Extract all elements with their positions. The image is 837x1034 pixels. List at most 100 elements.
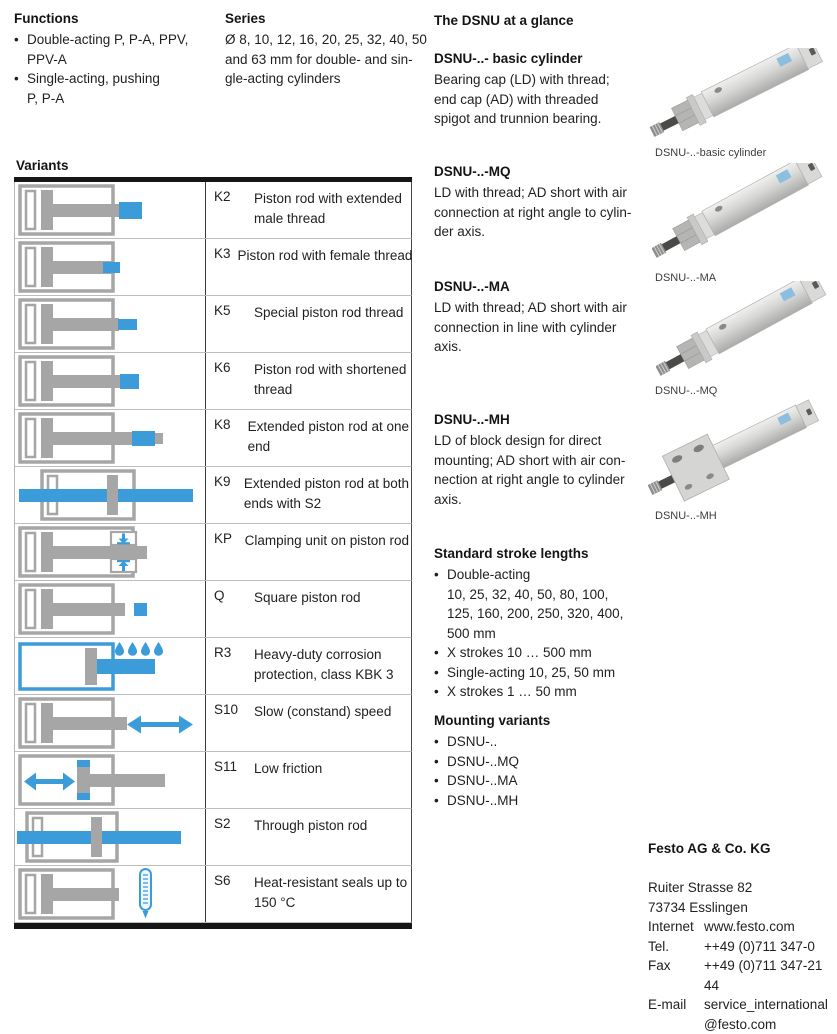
functions-title: Functions: [14, 11, 79, 26]
product-photo-mq-style: [652, 163, 824, 268]
mounting-item: DSNU-..: [434, 732, 664, 752]
table-row: R3 Heavy-duty corrosion protection, clas…: [14, 638, 412, 695]
photo-caption: DSNU-..-basic cylinder: [655, 147, 767, 159]
variant-desc: Extended piston rod at both ends with S2: [243, 476, 409, 511]
variant-code: K5: [214, 303, 231, 318]
table-row: Q Square piston rod: [14, 581, 412, 638]
series-text: Ø 8, 10, 12, 16, 20, 25, 32, 40, 50 and …: [225, 32, 427, 86]
variant-diagram-k6: [18, 355, 139, 407]
glance-body: Bearing cap (LD) with thread; end cap (A…: [434, 72, 610, 126]
table-row: S6 Heat-resistant seals up to 150 °C: [14, 866, 412, 923]
table-bottom-rule: [14, 923, 412, 929]
contact-block: Ruiter Strasse 82 73734 Esslingen Intern…: [648, 878, 834, 1034]
contact-value: www.festo.com: [704, 919, 795, 934]
variants-title: Variants: [16, 158, 69, 173]
table-row: S10 Slow (constand) speed: [14, 695, 412, 752]
mounting-item: DSNU-..MA: [434, 771, 664, 791]
address-line: 73734 Esslingen: [648, 899, 748, 915]
variants-table: Variants K2 Piston rod with extended mal…: [14, 158, 412, 929]
variant-diagram-s6: [18, 868, 152, 920]
variant-diagram-k9: [19, 469, 193, 521]
variant-desc: Clamping unit on piston rod: [244, 533, 409, 548]
variant-code: K3: [214, 246, 231, 261]
photo-caption: DSNU-..-MA: [655, 272, 717, 284]
contact-label: Fax: [648, 958, 671, 973]
variant-diagram-k8: [18, 412, 163, 464]
table-row: K2 Piston rod with extended male thread: [14, 182, 412, 239]
functions-block: Functions Double-acting P, P-A, PPV, PPV…: [14, 10, 219, 108]
glance-heading: DSNU-..-MA: [434, 279, 510, 294]
mounting-variants-title: Mounting variants: [434, 713, 551, 728]
series-title: Series: [225, 11, 266, 26]
variant-desc: Piston rod with shortened thread: [254, 362, 407, 397]
glance-body: LD with thread; AD short with air connec…: [434, 300, 627, 354]
table-row: K8 Extended piston rod at one end: [14, 410, 412, 467]
table-row: S2 Through piston rod: [14, 809, 412, 866]
product-photo-ma-style: [656, 281, 828, 386]
variant-code: K9: [214, 474, 231, 489]
variant-diagram-k5: [18, 298, 137, 350]
variant-desc: Heavy-duty corrosion protection, class K…: [254, 647, 394, 682]
glance-title: The DSNU at a glance: [434, 13, 574, 28]
variant-code: K8: [214, 417, 231, 432]
stroke-item: Double-acting 10, 25, 32, 40, 50, 80, 10…: [434, 565, 664, 643]
variant-code: K2: [214, 189, 231, 204]
droplet-icons: [115, 642, 163, 656]
glance-heading: DSNU-..-MQ: [434, 164, 511, 179]
table-row: KP Clamping unit on piston rod: [14, 524, 412, 581]
glance-body: LD with thread; AD short with air connec…: [434, 185, 632, 239]
variant-desc: Square piston rod: [254, 590, 361, 605]
table-row: S11 Low friction: [14, 752, 412, 809]
contact-label: E-mail: [648, 997, 687, 1012]
contact-value: service_international @festo.com: [704, 997, 828, 1032]
series-block: Series Ø 8, 10, 12, 16, 20, 25, 32, 40, …: [225, 10, 430, 89]
stroke-item: X strokes 1 … 50 mm: [434, 682, 664, 702]
variant-desc: Piston rod with female thread: [237, 248, 413, 263]
variant-diagram-r3: [18, 642, 163, 691]
company-name: Festo AG & Co. KG: [648, 841, 771, 856]
clamp-arrows-icon: [117, 533, 130, 571]
variant-code: S10: [214, 702, 239, 717]
variant-diagram-k3: [18, 241, 120, 293]
photo-caption: DSNU-..-MH: [655, 510, 717, 522]
functions-list: Double-acting P, P-A, PPV, PPV-A Single-…: [14, 30, 219, 108]
variant-desc: Through piston rod: [254, 818, 368, 833]
variant-code: S11: [214, 759, 238, 774]
table-row: K6 Piston rod with shortened thread: [14, 353, 412, 410]
variant-diagram-kp: [18, 526, 147, 578]
product-photo-mh-block: [648, 399, 820, 502]
stroke-lengths-list: Double-acting 10, 25, 32, 40, 50, 80, 10…: [434, 565, 664, 702]
stroke-item: X strokes 10 … 500 mm: [434, 643, 664, 663]
table-row: K3 Piston rod with female thread: [14, 239, 412, 296]
variant-desc: Heat-resistant seals up to 150 °C: [254, 875, 408, 910]
stroke-item: Single-acting 10, 25, 50 mm: [434, 663, 664, 683]
table-row: K5 Special piston rod thread: [14, 296, 412, 353]
variant-code: K6: [214, 360, 231, 375]
glance-heading: DSNU-..-MH: [434, 412, 510, 427]
variant-desc: Extended piston rod at one end: [247, 419, 409, 454]
double-arrow-icon: [24, 772, 75, 791]
table-row: K9 Extended piston rod at both ends with…: [14, 467, 412, 524]
mounting-item: DSNU-..MH: [434, 791, 664, 811]
contact-value: ++49 (0)711 347-21 44: [704, 958, 823, 993]
mounting-item: DSNU-..MQ: [434, 752, 664, 772]
variant-code: S2: [214, 816, 231, 831]
thermometer-icon: [139, 868, 152, 919]
address-line: Ruiter Strasse 82: [648, 880, 753, 895]
variant-diagram-k2: [18, 184, 142, 236]
stroke-lengths-title: Standard stroke lengths: [434, 546, 589, 561]
variant-diagram-s2: [17, 811, 181, 863]
mounting-variants-list: DSNU-.. DSNU-..MQ DSNU-..MA DSNU-..MH: [434, 732, 664, 810]
variant-code: KP: [214, 531, 233, 546]
table-top-rule: [14, 177, 412, 182]
variant-diagram-q: [18, 583, 147, 635]
contact-label: Tel.: [648, 938, 670, 954]
variant-desc: Special piston rod thread: [254, 305, 404, 320]
variant-code: S6: [214, 873, 231, 888]
functions-item: Double-acting P, P-A, PPV, PPV-A: [14, 30, 219, 69]
variant-code: Q: [214, 588, 225, 603]
variant-desc: Piston rod with extended male thread: [254, 191, 402, 226]
variant-code: R3: [214, 645, 232, 660]
mounting-variants-block: Mounting variants DSNU-.. DSNU-..MQ DSNU…: [434, 712, 664, 810]
variant-diagram-s10: [18, 697, 193, 749]
